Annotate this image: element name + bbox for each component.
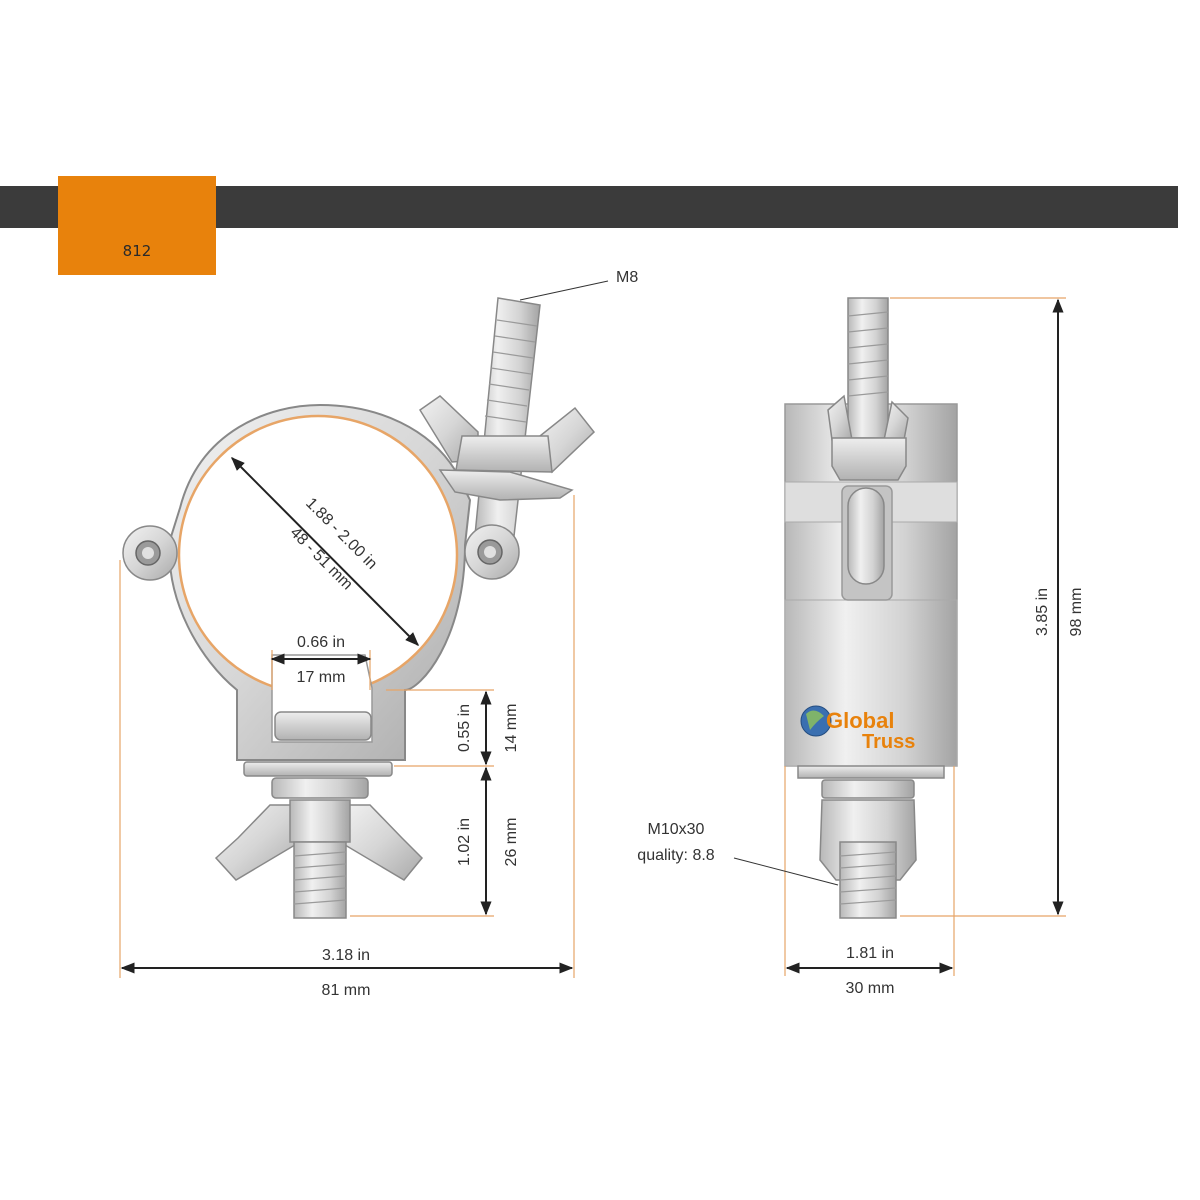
extension-lines <box>119 297 1066 978</box>
front-view <box>122 297 596 919</box>
global-truss-logo: Global Truss <box>800 705 915 753</box>
model-tab: 812 <box>58 176 216 275</box>
label-bolt-spec: M10x30 <box>648 821 705 838</box>
label-thread-top: M8 <box>616 269 638 286</box>
label-slot-in: 0.66 in <box>297 634 345 651</box>
label-width-in: 3.18 in <box>322 947 370 964</box>
label-width-mm: 81 mm <box>322 982 371 999</box>
label-depth-mm: 30 mm <box>846 980 895 997</box>
label-height-in: 3.85 in <box>1034 588 1051 636</box>
bottom-bolt <box>214 761 424 919</box>
side-view: Global Truss <box>784 297 958 919</box>
label-slot-mm: 17 mm <box>297 669 346 686</box>
label-height-mm: 98 mm <box>1068 588 1085 637</box>
model-number: 812 <box>122 242 152 260</box>
label-depth-in: 1.81 in <box>846 945 894 962</box>
svg-text:Truss: Truss <box>862 731 915 753</box>
label-bolt-mm: 26 mm <box>503 818 520 867</box>
label-lower-mm: 14 mm <box>503 704 520 753</box>
dimension-arrows <box>120 298 1064 974</box>
svg-text:Global: Global <box>826 708 894 733</box>
top-bolt <box>474 297 541 546</box>
top-wing-nut <box>418 395 596 474</box>
label-bolt-in: 1.02 in <box>456 818 473 866</box>
label-bolt-quality: quality: 8.8 <box>637 847 714 864</box>
leader-lines <box>519 280 839 886</box>
label-lower-in: 0.55 in <box>456 704 473 752</box>
